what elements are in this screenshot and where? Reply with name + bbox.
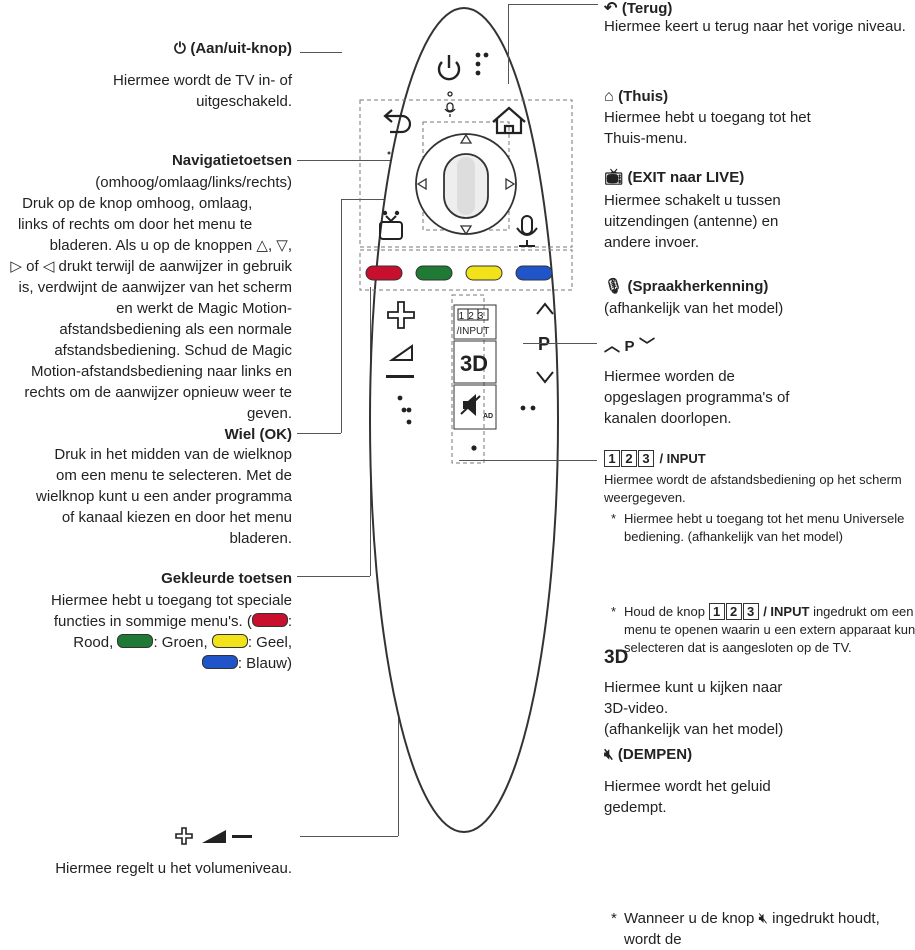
yellow-swatch xyxy=(211,634,248,648)
channel-up-button[interactable] xyxy=(536,302,554,315)
mute-button[interactable]: AD xyxy=(460,394,493,420)
nav-heading: Navigatietoetsen xyxy=(171,152,292,169)
exit-desc: Hiermee schakelt u tussen uitzendingen (… xyxy=(604,192,781,251)
back-button[interactable] xyxy=(383,109,412,134)
voice-sub: (afhankelijk van het model) xyxy=(604,300,784,317)
blue-swatch xyxy=(201,655,238,669)
down-triangle-icon: ▽, xyxy=(276,237,292,254)
top-zone xyxy=(359,99,573,248)
3d-sub: (afhankelijk van het model) xyxy=(604,721,784,738)
back-heading: ↶ (Terug) xyxy=(604,0,673,17)
left-triangle-icon: ◁ xyxy=(42,258,55,275)
voice-heading: 🎙︎ (Spraakherkenning) xyxy=(604,278,769,295)
volume-ramp-icon xyxy=(202,830,226,843)
chevron-up-icon: ︿ xyxy=(604,338,621,355)
blue-button[interactable] xyxy=(515,265,553,281)
wheel-heading: Wiel (OK) xyxy=(224,426,292,443)
up-triangle-icon: △, xyxy=(256,237,273,254)
volume-icon-group xyxy=(175,827,252,845)
color-zone xyxy=(359,249,573,291)
small-mic-icon xyxy=(444,91,456,117)
remote-control: 123 /INPUT 3D AD P xyxy=(359,7,573,833)
input-label: /INPUT xyxy=(457,326,490,337)
3d-heading: 3D xyxy=(604,647,629,668)
exit-heading: 📺︎ (EXIT naar LIVE) xyxy=(604,169,745,186)
power-button[interactable] xyxy=(437,55,461,81)
exit-live-button[interactable] xyxy=(379,210,403,240)
tv-icon: 📺︎ xyxy=(604,169,624,186)
mute-desc: Hiermee wordt het geluid gedempt. xyxy=(604,778,771,816)
svg-text:AD: AD xyxy=(483,413,493,420)
remote-body xyxy=(369,7,559,833)
volume-dots-icon xyxy=(397,395,412,425)
channel-down-button[interactable] xyxy=(536,371,554,384)
chevron-down-icon: ﹀ xyxy=(638,338,655,355)
red-button[interactable] xyxy=(365,265,403,281)
mute-note: Wanneer u de knop 🔇︎ ingedrukt houdt, wo… xyxy=(611,908,884,950)
colored-desc: Hiermee hebt u toegang tot speciale func… xyxy=(51,592,292,672)
volume-down-button[interactable] xyxy=(386,375,414,378)
nav-left-icon[interactable] xyxy=(416,177,427,191)
back-icon: ↶ xyxy=(604,0,618,17)
power-heading: ⏻ (Aan/uit-knop) xyxy=(174,40,292,57)
mute-icon: 🔇︎ xyxy=(604,746,614,763)
mute-heading: 🔇︎ (DEMPEN) xyxy=(604,746,693,763)
nav-up-icon[interactable] xyxy=(459,133,473,144)
input-bullet-2: Houd de knop 123 / INPUT ingedrukt om ee… xyxy=(611,603,915,657)
volume-icons xyxy=(174,826,294,846)
green-button[interactable] xyxy=(415,265,453,281)
wheel-desc: Druk in het midden van de wielknop om ee… xyxy=(36,446,292,547)
nav-down-icon[interactable] xyxy=(459,225,473,236)
prog-desc: Hiermee worden de opgeslagen programma's… xyxy=(604,368,790,427)
input-bullet-1: Hiermee hebt u toegang tot het menu Univ… xyxy=(611,510,914,546)
home-heading: ⌂ (Thuis) xyxy=(604,88,669,105)
power-desc: Hiermee wordt de TV in- of uitgeschakeld… xyxy=(113,72,292,110)
power-dots-icon xyxy=(475,52,489,76)
nav-desc: (omhoog/omlaag/links/rechts) Druk op de … xyxy=(10,174,292,422)
channel-dots-icon xyxy=(520,405,536,411)
mute-small-icon: 🔇︎ xyxy=(758,910,768,927)
prog-heading: ︿ P ﹀ xyxy=(604,338,655,355)
center-zone xyxy=(451,294,485,464)
input-digits: 123 xyxy=(459,311,488,322)
3d-button[interactable]: 3D xyxy=(460,351,488,376)
right-triangle-icon: ▷ xyxy=(10,258,22,275)
input-desc: Hiermee wordt de afstandsbediening op he… xyxy=(604,472,902,505)
back-desc: Hiermee keert u terug naar het vorige ni… xyxy=(604,18,906,35)
mic-icon: 🎙︎ xyxy=(604,278,624,295)
colored-heading: Gekleurde toetsen xyxy=(161,570,292,587)
home-button[interactable] xyxy=(492,106,526,135)
nav-right-icon[interactable] xyxy=(505,177,516,191)
home-icon: ⌂ xyxy=(604,88,614,105)
yellow-button[interactable] xyxy=(465,265,503,281)
input-button[interactable]: 123 /INPUT xyxy=(453,304,497,340)
volume-icon xyxy=(388,344,413,361)
minus-icon xyxy=(232,835,252,838)
power-icon: ⏻ xyxy=(174,40,186,57)
channel-p-label: P xyxy=(538,334,550,354)
voice-button[interactable] xyxy=(516,215,538,247)
red-swatch xyxy=(251,613,288,627)
plus-icon xyxy=(175,827,193,845)
volume-desc: Hiermee regelt u het volumeniveau. xyxy=(55,860,292,877)
volume-up-button[interactable] xyxy=(387,301,415,329)
home-desc: Hiermee hebt u toegang tot het Thuis-men… xyxy=(604,109,811,147)
3d-desc: Hiermee kunt u kijken naar 3D-video. xyxy=(604,679,783,717)
green-swatch xyxy=(117,634,154,648)
